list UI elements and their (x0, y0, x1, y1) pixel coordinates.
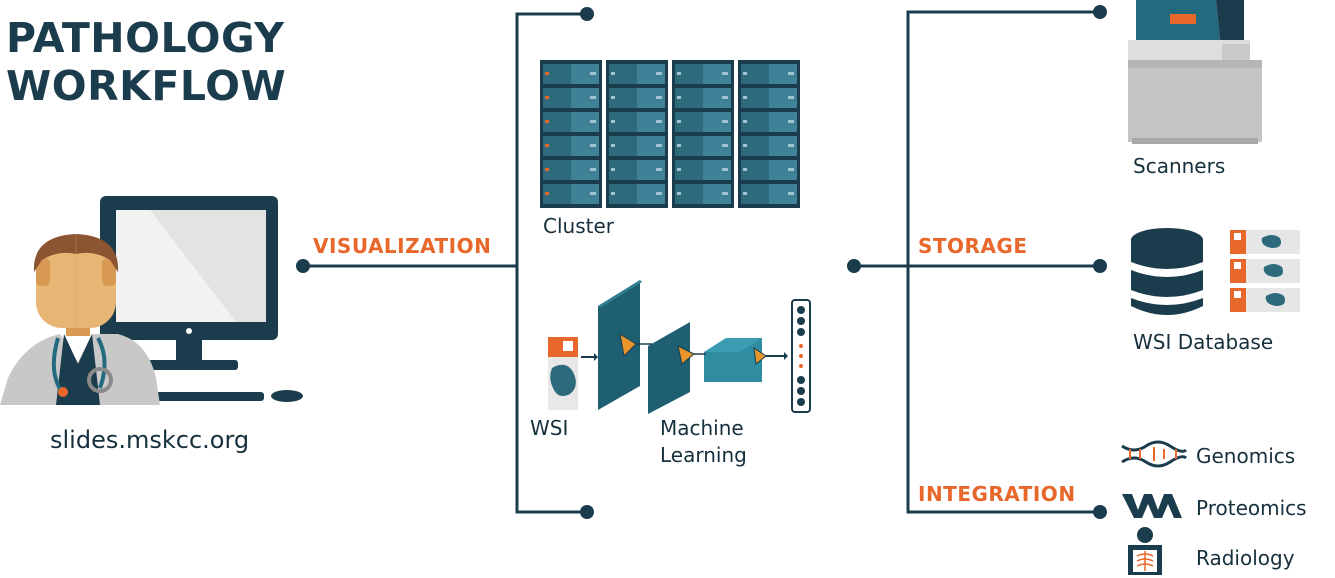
ml-label-line-2: Learning (660, 443, 747, 467)
neural-network-icon (598, 280, 811, 414)
connector-dots (296, 5, 1107, 519)
genomics-label: Genomics (1196, 444, 1296, 468)
server-rack (738, 60, 800, 208)
monitor-icon (100, 196, 303, 402)
integration-label: INTEGRATION (918, 482, 1076, 506)
storage-label: STORAGE (918, 234, 1028, 258)
scanners-label: Scanners (1133, 154, 1226, 178)
doctor-icon (0, 234, 160, 405)
server-rack (540, 60, 602, 208)
slide-thumbnail (1230, 259, 1300, 283)
slide-thumbnail (1230, 230, 1300, 254)
scanner-icon (1128, 0, 1262, 144)
radiology-label: Radiology (1196, 546, 1295, 570)
ml-label-line-1: Machine (660, 416, 744, 440)
workstation-caption: slides.mskcc.org (50, 426, 250, 454)
protein-icon (1122, 494, 1182, 518)
visualization-label: VISUALIZATION (313, 234, 492, 258)
server-rack (672, 60, 734, 208)
wsi-slide-icon (548, 337, 598, 410)
server-cluster-icon (540, 60, 800, 208)
database-icon (1131, 228, 1203, 315)
radiology-icon (1128, 527, 1162, 575)
cluster-label: Cluster (543, 214, 614, 238)
dna-icon (1121, 440, 1188, 468)
slide-thumbnail (1230, 288, 1300, 312)
proteomics-label: Proteomics (1196, 496, 1307, 520)
slide-stack-icon (1230, 230, 1300, 312)
wsi-label: WSI (530, 416, 569, 440)
title-line-1: PATHOLOGY (6, 14, 285, 62)
title-line-2: WORKFLOW (6, 62, 287, 110)
server-rack (606, 60, 668, 208)
connector-lines (303, 10, 1100, 514)
wsi-database-label: WSI Database (1133, 330, 1274, 354)
